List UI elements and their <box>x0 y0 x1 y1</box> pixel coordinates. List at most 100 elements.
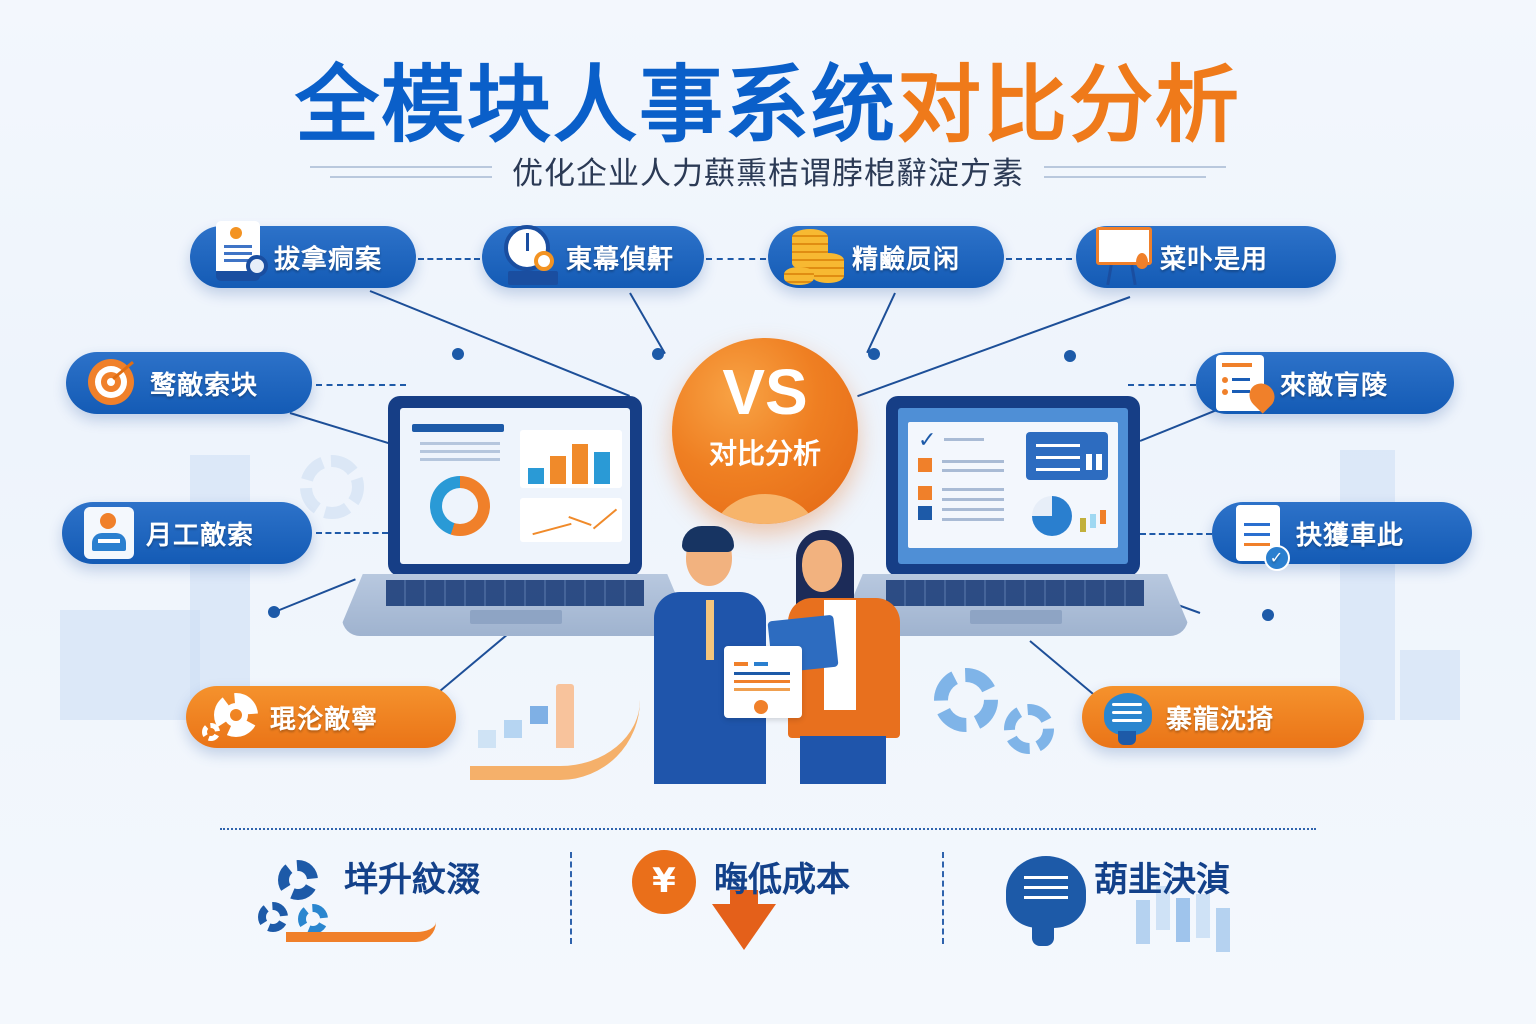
dashboard-header-bar <box>412 424 504 432</box>
brain-icon <box>1098 687 1158 747</box>
module-label: 月工敵索 <box>146 520 255 551</box>
connector-dot <box>1064 350 1076 362</box>
module-pill-left-3[interactable]: 琨沦敵寧 <box>186 686 456 748</box>
title-highlight: 对比分析 <box>897 56 1242 154</box>
summary-card <box>1026 432 1108 480</box>
module-label: 菜卟是用 <box>1160 244 1269 275</box>
module-pill-right-1[interactable]: 來敵肓陵 <box>1196 352 1454 414</box>
background-building <box>190 455 250 715</box>
report-paper-icon <box>724 646 802 718</box>
cost-down-icon: ¥ <box>632 850 696 914</box>
laptop-left-base <box>342 574 688 636</box>
employee-profile-icon <box>78 503 138 563</box>
trackpad <box>470 610 562 624</box>
keyboard <box>386 580 644 606</box>
module-pill-top-2[interactable]: 東幕偵鼾 <box>482 225 704 288</box>
document-check-icon: ✓ <box>1228 503 1290 571</box>
gears-arrow-icon <box>256 860 436 956</box>
gear-icon <box>202 687 262 747</box>
title-main: 全模块人事系统 <box>294 56 897 154</box>
connector <box>1128 384 1196 386</box>
connector <box>316 532 388 534</box>
connector-dot <box>268 606 280 618</box>
decorative-arc <box>712 494 818 524</box>
module-pill-left-2[interactable]: 月工敵索 <box>62 502 312 564</box>
benefit-label: 葫韭決湞 <box>1094 860 1230 900</box>
tie <box>706 600 714 660</box>
text-lines <box>420 442 500 445</box>
background-building <box>1400 650 1460 720</box>
checkbox-icon <box>918 506 932 520</box>
bar-chart-icon <box>1136 900 1150 944</box>
benefit-label: 晦低成本 <box>714 860 850 900</box>
mini-bars <box>1080 518 1086 532</box>
checkbox-icon <box>918 458 932 472</box>
module-label: 東幕偵鼾 <box>566 244 675 275</box>
vs-badge: VS 对比分析 <box>672 338 858 524</box>
head <box>802 540 842 592</box>
connector <box>857 296 1131 398</box>
presentation-board-icon <box>1092 227 1152 287</box>
module-pill-top-4[interactable]: 菜卟是用 <box>1076 226 1336 288</box>
trousers <box>800 736 886 784</box>
column-divider <box>942 852 944 944</box>
donut-chart-icon <box>430 476 490 536</box>
document-search-icon <box>206 221 268 287</box>
divider <box>1044 162 1236 178</box>
divider <box>300 162 492 178</box>
module-pill-left-1[interactable]: 鹜敵索块 <box>66 352 312 414</box>
laptop-right-screen: ✓ <box>886 396 1140 576</box>
checkbox-icon <box>918 486 932 500</box>
laptop-left-screen <box>388 396 642 576</box>
benefit-label: 垟升紋涰 <box>344 860 480 900</box>
page-title: 全模块人事系统对比分析 <box>0 50 1536 160</box>
target-icon <box>82 353 142 413</box>
pie-chart-icon <box>1032 496 1072 536</box>
connector <box>1029 640 1100 700</box>
connector-dot <box>652 348 664 360</box>
subtitle-row: 优化企业人力蕻熏桔谓脖梎辭淀方素 <box>300 148 1236 192</box>
check-icon: ✓ <box>918 428 937 453</box>
background-building <box>1340 450 1395 720</box>
section-divider <box>220 828 1316 830</box>
businessman-figure <box>640 522 780 784</box>
clock-icon <box>498 225 558 287</box>
connector-dot <box>452 348 464 360</box>
connector <box>289 412 396 447</box>
up-arrow-icon <box>470 700 640 780</box>
benefit-2: ¥ 晦低成本 <box>618 850 898 960</box>
hair <box>682 526 734 552</box>
module-pill-top-3[interactable]: 精鹼屃闲 <box>768 226 1004 288</box>
vs-label: 对比分析 <box>708 437 821 470</box>
trackpad <box>970 610 1062 624</box>
module-pill-right-3[interactable]: 寨龍沈掎 <box>1082 686 1364 748</box>
connector <box>629 292 666 355</box>
module-label: 鹜敵索块 <box>150 370 259 401</box>
background-building <box>60 610 200 720</box>
down-arrow-icon <box>712 904 776 950</box>
module-pill-right-2[interactable]: ✓ 抉獲車此 <box>1212 502 1472 571</box>
connector <box>418 258 480 260</box>
module-label: 抉獲車此 <box>1296 520 1405 551</box>
connector-dot <box>1262 609 1274 621</box>
benefit-3: 葫韭決湞 <box>996 850 1286 960</box>
bar-chart-card <box>520 430 622 488</box>
benefit-1: 垟升紋涰 <box>248 850 508 960</box>
connector <box>1140 533 1212 535</box>
checklist-pin-icon <box>1212 353 1280 414</box>
subtitle: 优化企业人力蕻熏桔谓脖梎辭淀方素 <box>512 155 1024 192</box>
module-pill-top-1[interactable]: 拔拿痌案 <box>190 221 416 288</box>
keyboard <box>886 580 1144 606</box>
connector <box>439 632 510 692</box>
line-chart-card <box>520 498 622 542</box>
connector <box>369 290 630 397</box>
module-label: 寨龍沈掎 <box>1166 704 1275 735</box>
module-label: 拔拿痌案 <box>274 244 383 275</box>
column-divider <box>570 852 572 944</box>
gear-icon <box>934 668 998 732</box>
connector <box>1006 258 1072 260</box>
gear-icon <box>1004 704 1054 754</box>
connector <box>271 578 356 614</box>
module-label: 精鹼屃闲 <box>852 244 961 275</box>
connector <box>866 292 896 354</box>
